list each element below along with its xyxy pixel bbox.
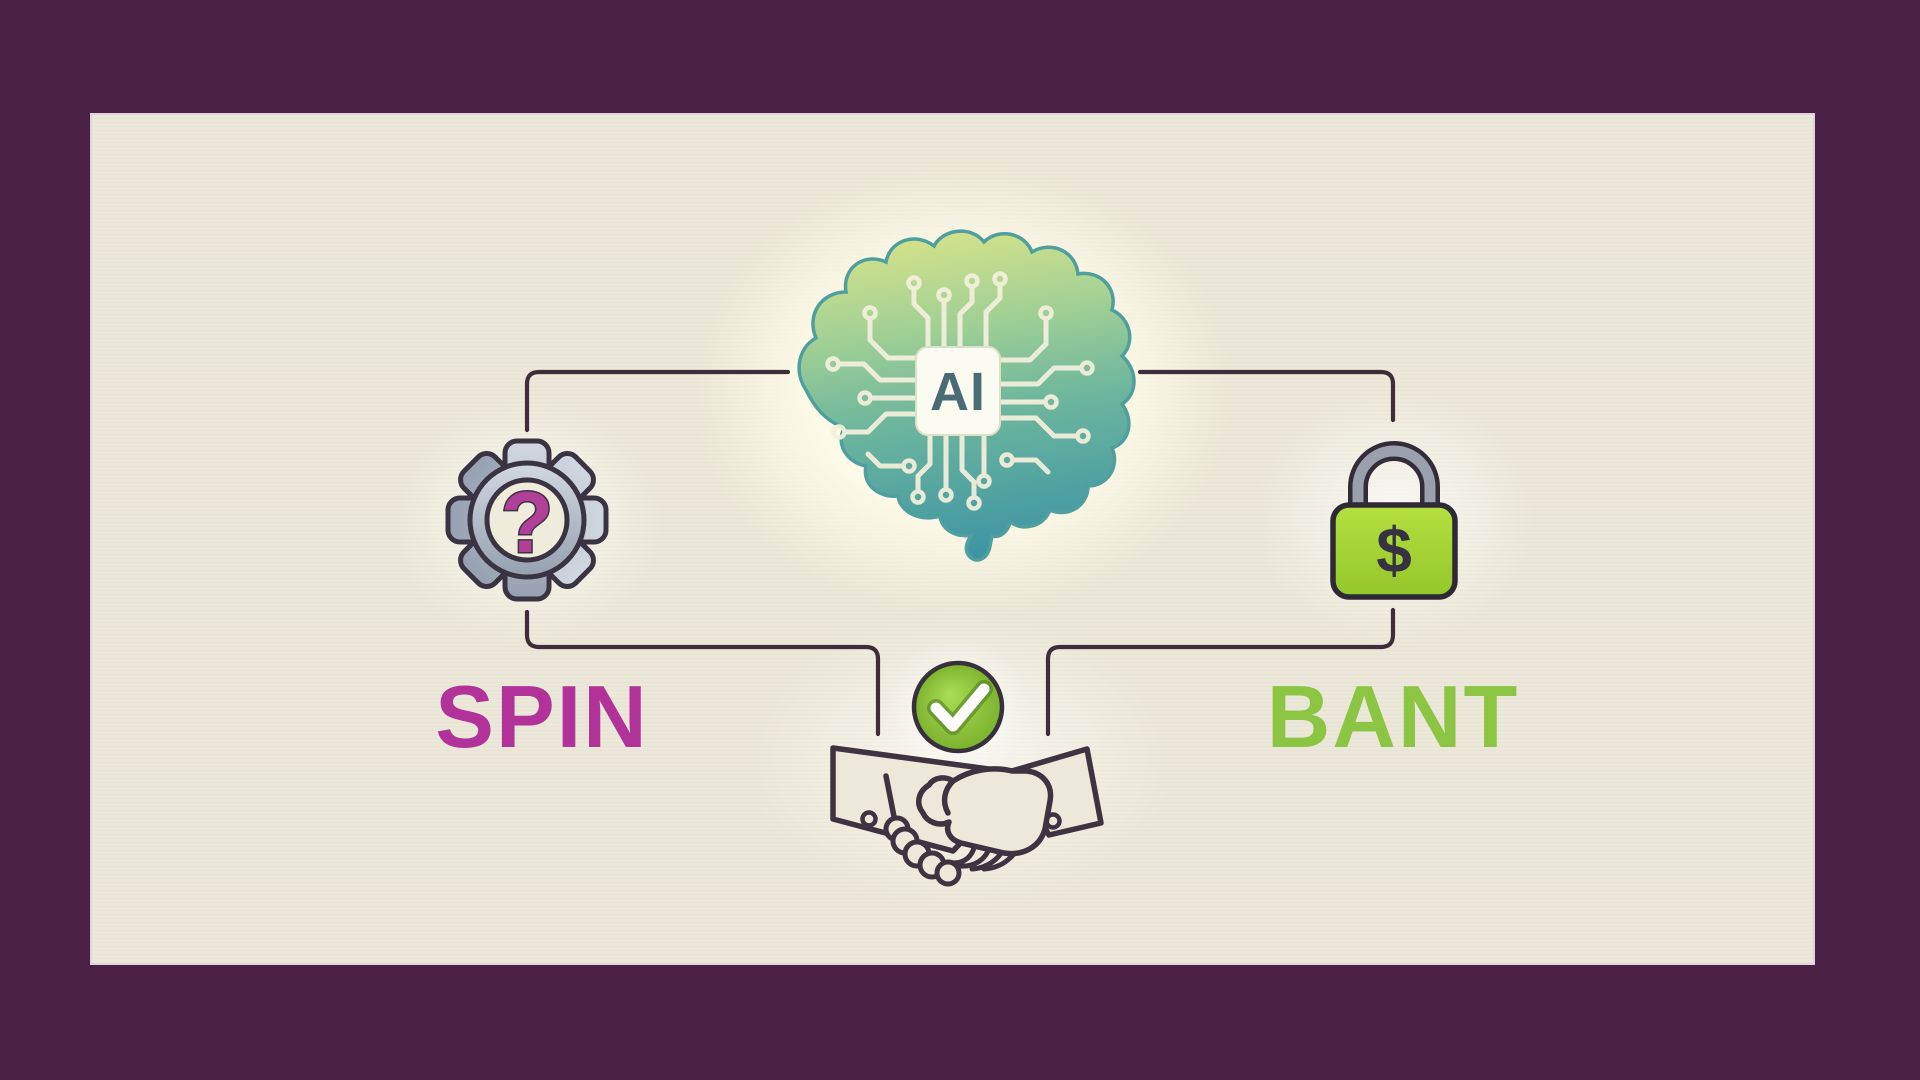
spin-label: SPIN — [435, 667, 649, 766]
gear-question-icon: ? — [445, 438, 609, 602]
left-cuff-button — [860, 810, 878, 828]
thumb-line — [941, 778, 956, 816]
lock-dollar-icon: $ — [1330, 441, 1458, 600]
circuit-traces — [825, 271, 1095, 511]
question-mark-glyph: ? — [501, 475, 554, 571]
gear-center — [484, 477, 570, 563]
connector-lines — [524, 369, 1396, 737]
ai-chip-label: AI — [930, 362, 986, 422]
lock-shackle — [1352, 445, 1436, 512]
right-hand-back — [916, 766, 1054, 857]
connector-brain-to-lock — [1137, 369, 1396, 423]
handshake-icon — [830, 745, 1104, 887]
check-circle-icon — [911, 660, 1005, 754]
bant-label: BANT — [1266, 667, 1520, 766]
right-hand-knuckles — [883, 815, 962, 887]
connector-brain-to-gear — [524, 369, 791, 433]
check-mark — [930, 683, 990, 732]
diagram-graphics: AI ? $ — [392, 162, 1534, 910]
illustration-canvas: AI ? $ — [92, 115, 1813, 963]
dollar-sign-glyph: $ — [1376, 514, 1412, 586]
connector-gear-to-handshake — [524, 609, 881, 737]
ai-chip — [915, 346, 1001, 436]
ai-brain-icon: AI — [797, 229, 1136, 562]
lock-body — [1330, 502, 1458, 600]
connector-lock-to-handshake — [1045, 607, 1396, 737]
